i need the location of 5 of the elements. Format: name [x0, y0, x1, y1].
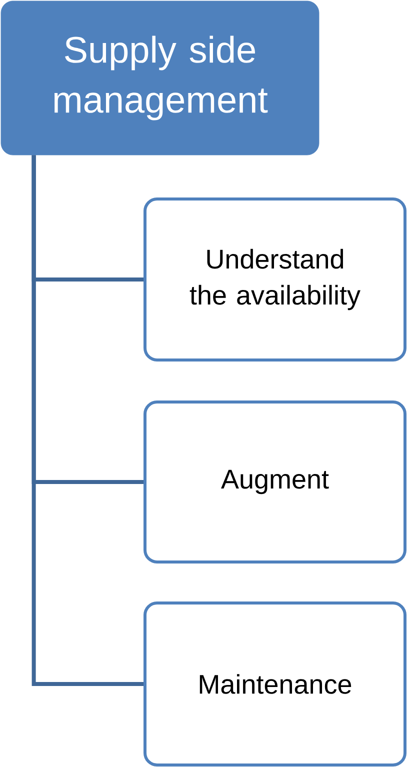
heading-box: Supply side management: [0, 0, 320, 156]
connector-line: [32, 155, 144, 686]
process-box: Augment: [144, 400, 406, 564]
process-box: Maintenance: [144, 602, 406, 766]
process-box: Understand the availability: [144, 198, 406, 362]
